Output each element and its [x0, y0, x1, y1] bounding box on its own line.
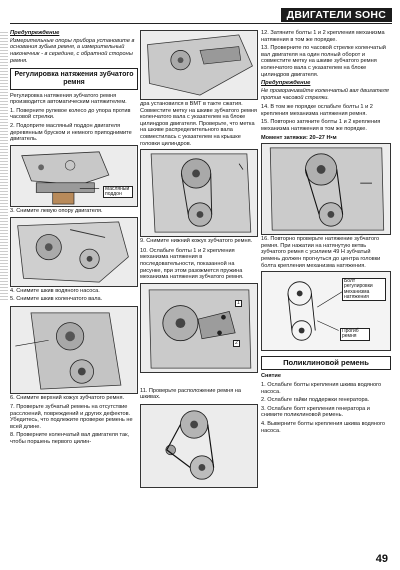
step-14: 14. В том же порядке ослабьте болты 1 и …	[261, 104, 373, 117]
figure-water-pump	[10, 217, 138, 288]
water-pump-illustration	[11, 218, 137, 287]
tension-check-illustration	[262, 144, 390, 235]
removal-step-3: 3. Ослабьте болт крепления генератора и …	[261, 405, 370, 419]
warning-2-title: Предупреждение	[261, 80, 311, 87]
column-2: дра установился в ВМТ в такте сжатия. Со…	[140, 30, 258, 489]
figure-tensioner-bolts: 1 2	[140, 282, 258, 373]
oil-pan-illustration	[12, 145, 136, 206]
tensioner-bolts-illustration	[141, 283, 257, 372]
step-16: 16. Повторно проверьте натяжение зубчато…	[261, 236, 381, 269]
page-title: ДВИГАТЕЛИ SOHC	[280, 8, 392, 22]
warning-title: Предупреждение	[10, 30, 60, 36]
section-2-title: Поликлиновой ремень	[261, 356, 391, 371]
caption-9: 9. Снимите нижний кожух зубчатого ремня.	[140, 238, 253, 245]
tensioner-bolt-label: Болт регулировки механизма натяжения	[342, 278, 386, 302]
bolt-1-label: 1	[235, 299, 242, 307]
caption-6: 6. Снимите верхний кожух зубчатого ремня…	[10, 394, 125, 401]
page-number: 49	[375, 553, 388, 566]
removal-step-2: 2. Ослабьте гайки поддержки генератора.	[261, 397, 370, 404]
step-2: 2. Подоприте масляный поддон двигателя д…	[10, 122, 132, 143]
intro-text: Регулировка натяжения зубчатого ремня пр…	[10, 92, 127, 106]
figure-belt-routing	[140, 403, 258, 488]
column-3: 12. Затяните болты 1 и 2 крепления механ…	[261, 30, 391, 436]
figure-oil-pan: Масляный поддон	[10, 144, 138, 207]
step-8-continued: дра установился в ВМТ в такте сжатия. Со…	[140, 101, 257, 147]
figure-belt-deflection: Болт регулировки механизма натяжения Про…	[261, 271, 391, 352]
timing-marks-illustration	[141, 150, 257, 237]
caption-11: 11. Проверьте расположение ремня на шкив…	[140, 387, 242, 401]
belt-deflection-label: Прогиб ремня	[340, 328, 370, 341]
removal-step-1: 1. Ослабьте болты крепления шкива водяно…	[261, 382, 382, 395]
caption-5: 5. Снимите шкив коленчатого вала.	[10, 295, 103, 302]
spacer	[140, 375, 258, 387]
figure-tension-check	[261, 143, 391, 236]
step-1: 1. Поверните рулевое колесо до упора про…	[10, 107, 131, 121]
step-12: 12. Затяните болты 1 и 2 крепления механ…	[261, 30, 385, 43]
removal-title: Снятие	[261, 373, 281, 380]
step-10: 10. Ослабьте болты 1 и 2 крепления механ…	[140, 247, 244, 281]
figure-engine-top	[140, 30, 258, 100]
timing-cover-illustration	[11, 306, 137, 393]
oil-pan-label: Масляный поддон	[103, 185, 133, 199]
page-header: ДВИГАТЕЛИ SOHC	[10, 6, 392, 24]
caption-3: 3. Снимите левую опору двигателя.	[10, 207, 103, 214]
section-title: Регулировка натяжения зубчатого ремня	[10, 68, 138, 90]
belt-routing-illustration	[141, 404, 257, 487]
caption-4: 4. Снимите шкив водяного насоса.	[10, 288, 100, 295]
step-7: 7. Проверьте зубчатый ремень на отсутств…	[10, 404, 133, 430]
step-15: 15. Повторно затяните болты 1 и 2 крепле…	[261, 119, 381, 132]
figure-timing-marks	[140, 149, 258, 238]
column-1: Предупреждение Измерительные опоры прибо…	[10, 30, 138, 448]
engine-top-illustration	[141, 31, 257, 99]
step-13: 13. Проверните по часовой стрелке коленч…	[261, 45, 386, 78]
bolt-2-label: 2	[233, 339, 240, 347]
figure-timing-cover	[10, 305, 138, 394]
step-8: 8. Проверните коленчатый вал двигателя т…	[10, 432, 130, 446]
warning-2-text: Не проворачивайте коленчатый вал двигате…	[261, 87, 389, 101]
torque-spec: Момент затяжки: 20–27 Н•м	[261, 134, 337, 141]
margin-hatch	[0, 30, 8, 300]
removal-step-4: 4. Выверните болты крепления шкива водян…	[261, 421, 385, 434]
warning-text: Измерительные опоры прибора установите в…	[10, 37, 135, 64]
